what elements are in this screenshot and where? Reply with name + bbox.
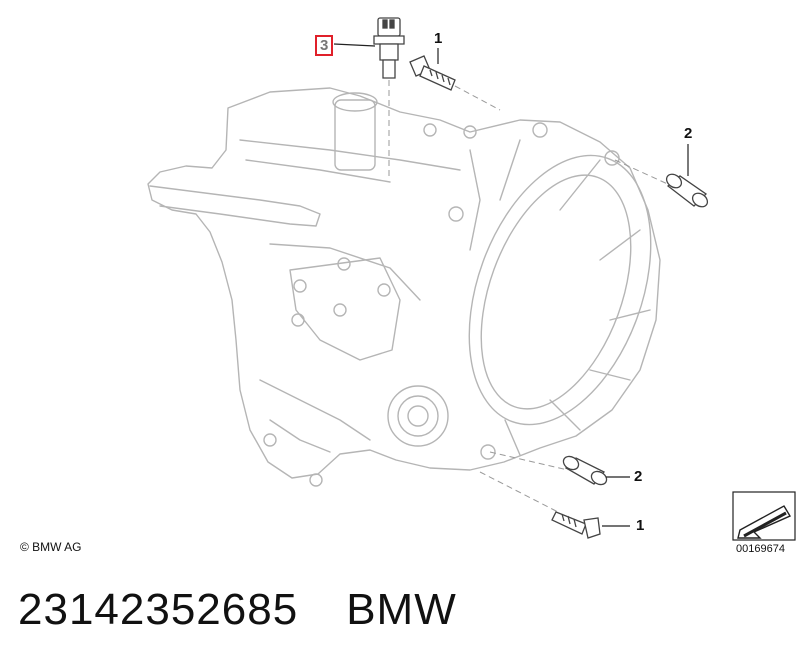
- parts-diagram: [147, 17, 796, 541]
- brand-name: BMW: [346, 585, 457, 634]
- leader-line-top-sleeve: [614, 159, 673, 187]
- callout-1-top-bolt: 1: [434, 30, 443, 47]
- sleeve-part-top: [665, 173, 709, 208]
- leader-line-bottom-bolt: [479, 471, 559, 513]
- transmission-housing: [147, 87, 661, 487]
- sensor-part: [373, 17, 405, 79]
- leader-line-top-bolt: [454, 85, 501, 111]
- copyright-notice: © BMW AG: [20, 540, 82, 554]
- diagram-number: 00169674: [736, 543, 785, 555]
- callout-2-top-sleeve: 2: [684, 125, 693, 142]
- callout-2-bottom-sleeve: 2: [634, 468, 643, 485]
- orientation-arrow-icon: [732, 491, 796, 541]
- part-caption: 23142352685 BMW: [18, 585, 457, 635]
- leader-line-bottom-sleeve: [489, 451, 569, 471]
- part-number: 23142352685: [18, 585, 299, 634]
- callout-1-bottom-bolt: 1: [636, 517, 645, 534]
- bolt-part-bottom: [551, 511, 601, 539]
- callout-line-3: [333, 43, 376, 47]
- bolt-part-top: [409, 55, 456, 91]
- sleeve-part-bottom: [562, 455, 608, 486]
- callout-3-sensor: 3: [315, 35, 334, 56]
